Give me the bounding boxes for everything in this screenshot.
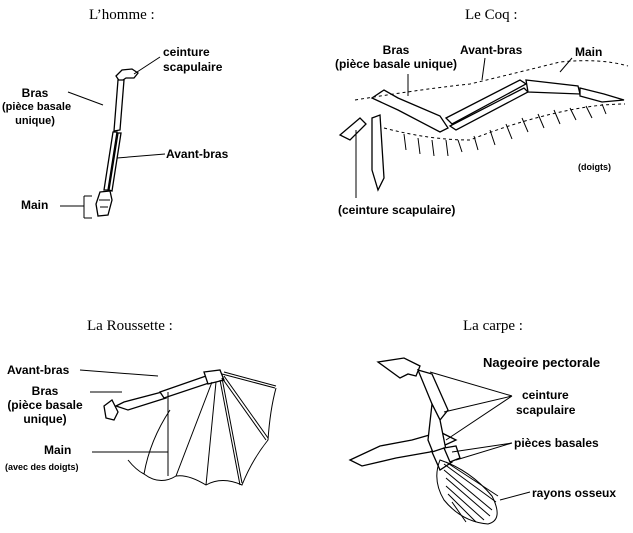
carpe-ceinture-label-2: scapulaire [516,403,576,417]
roussette-bras-label-1: Bras [31,384,59,398]
roussette-doigts-label: (avec des doigts) [5,462,79,472]
homme-ceinture-label-1: ceinture [163,45,210,59]
homme-ceinture-label-2: scapulaire [163,60,223,74]
bat-wing-drawing [79,369,277,486]
carp-fin-drawing [348,357,531,525]
homme-title: L’homme : [89,7,155,23]
coq-bras-label-2: (pièce basale unique) [334,57,458,71]
roussette-avant-bras-label: Avant-bras [7,363,70,377]
coq-ceinture-label: (ceinture scapulaire) [338,203,456,217]
homme-bras-label-1: Bras [21,86,49,100]
roussette-bras-label-2: (pièce basale [7,398,83,412]
homme-avant-bras-label: Avant-bras [166,147,229,161]
coq-avant-bras-label: Avant-bras [460,43,523,57]
coq-main-label: Main [575,45,603,59]
carpe-title: La carpe : [463,318,523,334]
homme-bras-label-3: unique) [15,115,55,127]
homme-bras-label-2: (pièce basale [2,101,72,113]
human-arm-drawing [60,56,166,219]
rooster-wing-drawing [338,57,629,198]
carpe-rayons-label: rayons osseux [532,486,617,500]
roussette-main-label: Main [44,443,72,457]
coq-bras-label-1: Bras [382,43,410,57]
carpe-nageoire-label: Nageoire pectorale [483,355,601,370]
homme-main-label: Main [21,198,49,212]
roussette-title: La Roussette : [87,318,173,334]
carpe-pieces-basales-label: pièces basales [514,436,599,450]
carpe-ceinture-label-1: ceinture [522,388,569,402]
coq-title: Le Coq : [465,7,518,23]
roussette-bras-label-3: unique) [23,412,67,426]
coq-doigts-label: (doigts) [578,162,611,172]
